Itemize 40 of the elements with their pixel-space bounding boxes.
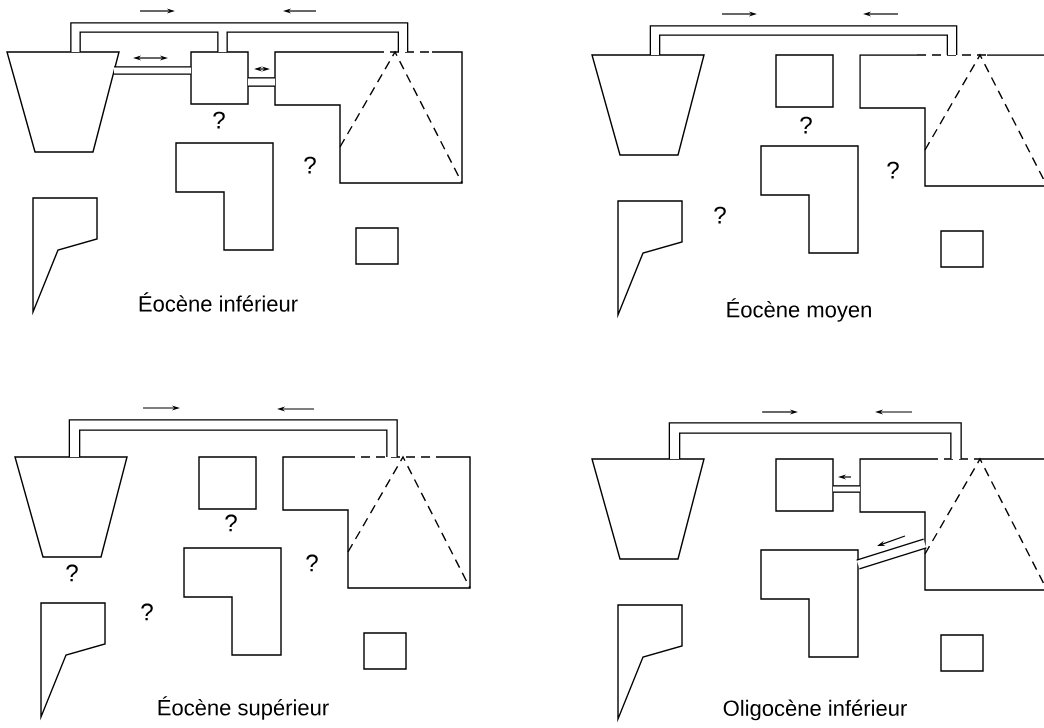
landmass-outline	[175, 142, 274, 251]
landmass-outline	[775, 458, 834, 512]
question-mark: ?	[66, 564, 78, 582]
landmass-outline	[198, 456, 257, 510]
landmass-outline	[282, 455, 471, 589]
landmass-outline	[14, 456, 128, 558]
landmass-outline	[760, 549, 859, 658]
land-bridge	[114, 66, 191, 75]
landmass-outline	[355, 227, 399, 265]
question-mark: ?	[887, 161, 899, 179]
question-mark: ?	[800, 116, 812, 134]
question-mark: ?	[141, 603, 153, 621]
panel-caption: Éocène supérieur	[158, 696, 329, 720]
land-bridge	[248, 77, 275, 87]
land-bridge	[856, 538, 927, 570]
landmass-outline	[859, 53, 1044, 187]
question-mark: ?	[304, 156, 316, 174]
panel-caption: Oligocène inférieur	[723, 699, 907, 721]
landmass-outline	[6, 51, 120, 153]
question-mark: ?	[714, 206, 726, 224]
landmass-outline	[760, 145, 859, 254]
panel-caption: Éocène inférieur	[139, 292, 298, 312]
question-mark: ?	[225, 514, 237, 532]
landmass-outline	[274, 50, 463, 184]
landmass-outline	[190, 51, 249, 105]
landmass-outline	[363, 632, 407, 670]
land-bridge	[649, 25, 958, 55]
question-mark: ?	[306, 554, 318, 572]
landmass-outline	[183, 547, 282, 656]
landmass-outline	[775, 54, 834, 108]
panel-caption: Éocène moyen	[727, 298, 871, 322]
landmass-outline	[591, 54, 705, 156]
landmass-outline	[940, 634, 984, 672]
land-bridge	[833, 485, 860, 493]
landmass-outline	[859, 457, 1044, 591]
question-mark: ?	[213, 111, 225, 129]
land-bridge	[68, 419, 398, 457]
land-bridge	[668, 422, 962, 459]
landmass-outline	[591, 458, 705, 560]
landmass-outline	[940, 230, 984, 268]
